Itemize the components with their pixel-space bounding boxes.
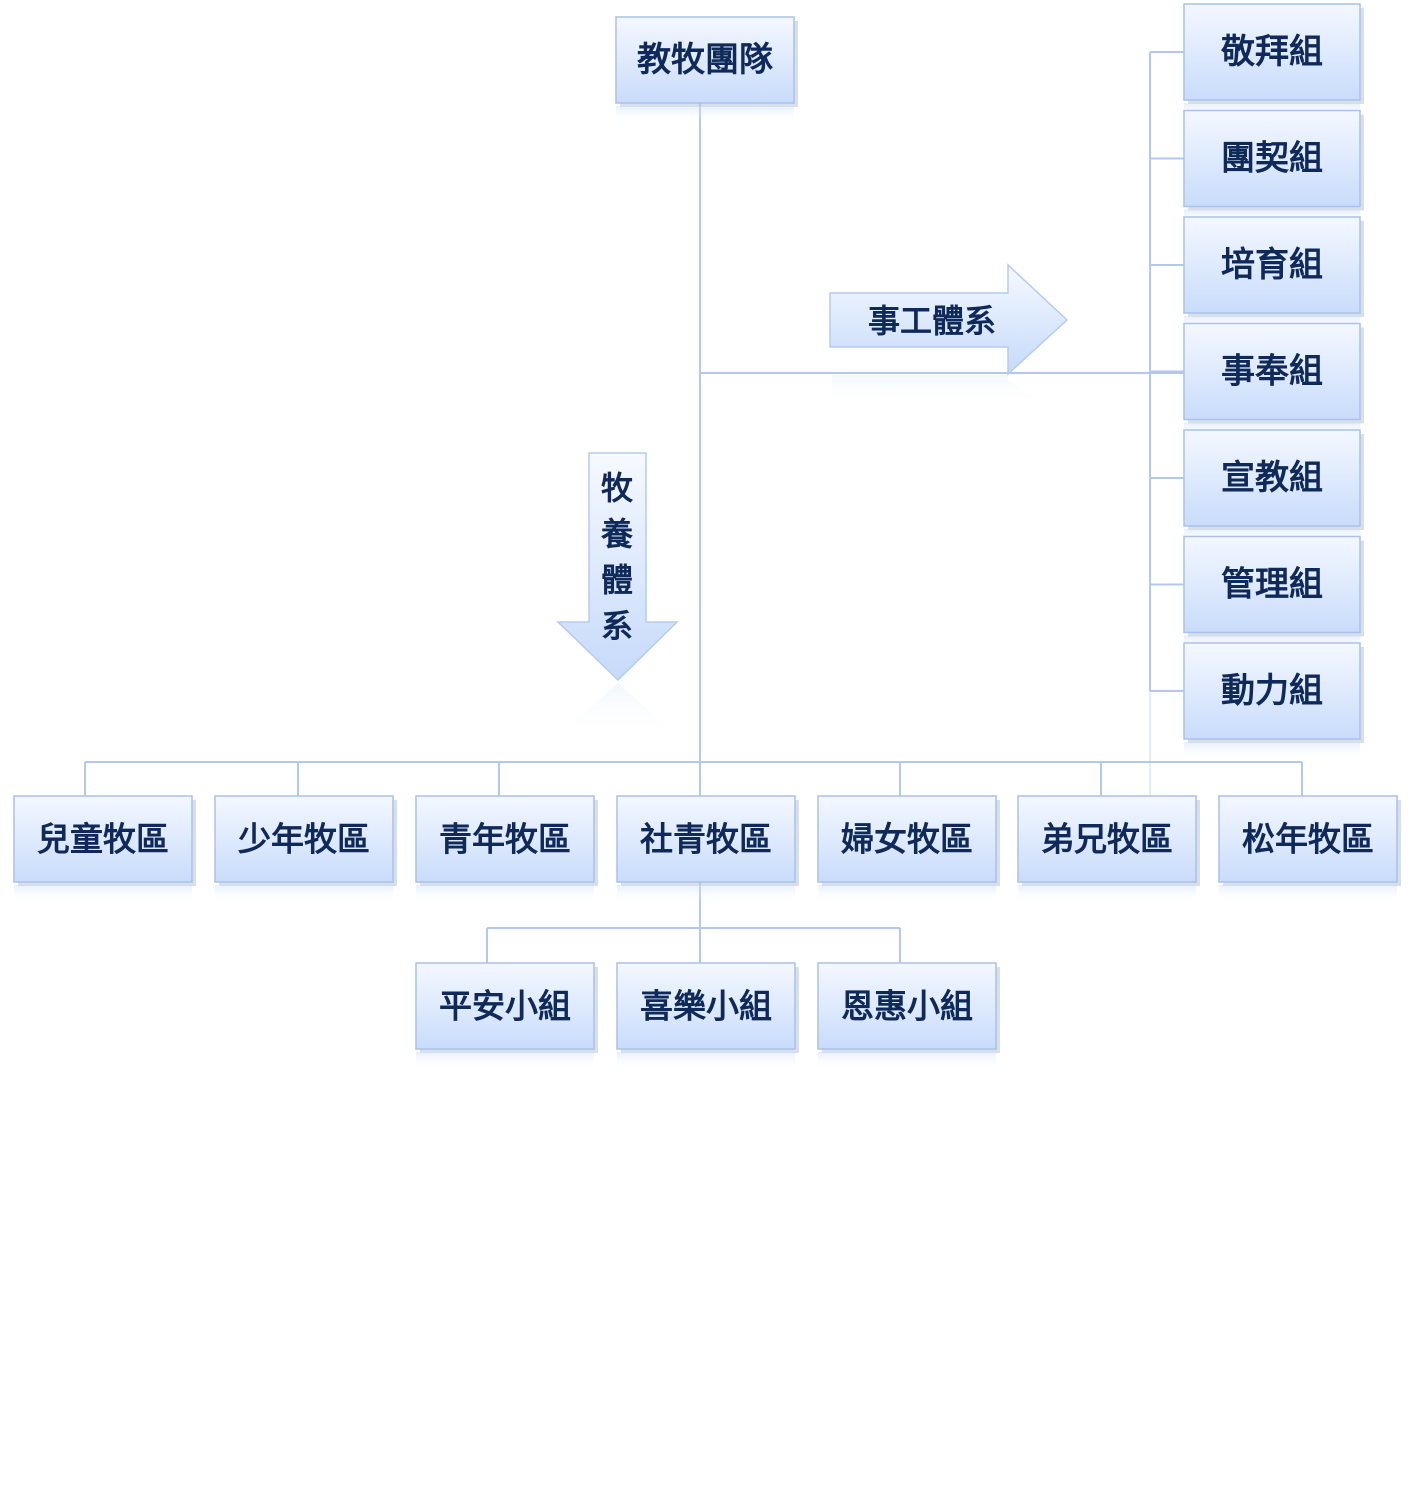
small-group-frame <box>817 962 997 1050</box>
pastoral-district-frame <box>817 795 997 883</box>
ministry-group-frame <box>1183 322 1361 421</box>
pastoral-arrow-reflection <box>558 683 678 737</box>
ministry-system-arrow: 事工體系 <box>829 263 1069 404</box>
top-node-frame <box>615 16 795 104</box>
ministry-group: 管理組 <box>1183 535 1364 654</box>
ministry-group-frame <box>1183 216 1361 314</box>
ministry-group-label: 動力組 <box>1221 671 1323 711</box>
ministry-group-label: 管理組 <box>1221 565 1323 605</box>
ministry-group-label: 事奉組 <box>1221 352 1323 392</box>
pastoral-district-label: 青年牧區 <box>439 820 571 859</box>
pastoral-district-reflection <box>1219 885 1397 903</box>
pastoral-district-label: 弟兄牧區 <box>1041 820 1173 859</box>
pastoral-district-reflection <box>818 885 996 903</box>
pastoral-district: 松年牧區 <box>1218 795 1401 903</box>
connector-lines <box>84 51 1303 966</box>
pastoral-district-label: 婦女牧區 <box>840 820 973 859</box>
ministry-group: 團契組 <box>1183 109 1364 228</box>
ministry-group-label: 敬拜組 <box>1220 32 1323 72</box>
ministry-group: 敬拜組 <box>1183 3 1364 121</box>
pastoral-district-label: 兒童牧區 <box>37 820 169 859</box>
pastoral-district-frame <box>1017 795 1197 883</box>
pastoral-district: 弟兄牧區 <box>1017 795 1200 903</box>
pastoral-district-reflection <box>215 885 393 903</box>
pastoral-arrow-shape <box>556 452 679 682</box>
ministry-group-label: 宣教組 <box>1221 458 1323 498</box>
pastoral-district-frame <box>1218 795 1398 883</box>
ministry-group-label: 培育組 <box>1221 245 1323 285</box>
ministry-group-label: 團契組 <box>1221 139 1323 179</box>
pastoral-district-frame <box>13 795 193 883</box>
ministry-group-frame <box>1183 642 1361 740</box>
ministry-arrow-reflection <box>832 375 1045 404</box>
ministry-group: 培育組 <box>1183 216 1364 334</box>
ministry-group-frame <box>1183 3 1361 101</box>
ministry-group-frame <box>1183 535 1361 634</box>
pastoral-system-text: 牧養體系 <box>601 469 634 645</box>
small-group: 恩惠小組 <box>817 962 1000 1070</box>
pastoral-district-frame <box>616 795 796 883</box>
pastoral-district-reflection <box>14 885 192 903</box>
top-node: 教牧團隊 <box>615 16 798 124</box>
pastoral-district: 社青牧區 <box>616 795 799 903</box>
top-node-reflection <box>616 106 794 124</box>
pastoral-district: 婦女牧區 <box>817 795 1000 903</box>
pastoral-district-frame <box>415 795 595 883</box>
small-group-reflection <box>416 1052 594 1070</box>
pastoral-district: 兒童牧區 <box>13 795 196 903</box>
pastoral-district-reflection <box>617 885 795 903</box>
pastoral-district-reflection <box>416 885 594 903</box>
ministry-group: 動力組 <box>1183 642 1364 760</box>
ministry-group: 宣教組 <box>1183 429 1364 547</box>
small-group-label: 恩惠小組 <box>841 987 973 1026</box>
small-group: 喜樂小組 <box>616 962 799 1070</box>
small-group: 平安小組 <box>415 962 598 1070</box>
pastoral-district-label: 少年牧區 <box>238 820 370 859</box>
ministry-group: 事奉組 <box>1183 322 1364 441</box>
pastoral-system-label: 牧養體系 <box>601 469 634 645</box>
small-group-reflection <box>818 1052 996 1070</box>
pastoral-district-label: 社青牧區 <box>640 820 772 859</box>
pastoral-district: 青年牧區 <box>415 795 598 903</box>
small-group-reflection <box>617 1052 795 1070</box>
pastoral-district: 少年牧區 <box>214 795 397 903</box>
pastoral-system-arrow: 牧養體系 <box>556 452 679 737</box>
pastoral-district-frame <box>214 795 394 883</box>
ministry-arrow-shape <box>829 263 1069 376</box>
small-group-label: 平安小組 <box>439 987 571 1026</box>
top-node-label: 教牧團隊 <box>637 40 773 80</box>
ministry-system-label: 事工體系 <box>868 302 996 340</box>
pastoral-district-label: 松年牧區 <box>1242 820 1374 859</box>
small-group-frame <box>616 962 796 1050</box>
small-group-frame <box>415 962 595 1050</box>
ministry-group-frame <box>1183 109 1361 208</box>
ministry-group-frame <box>1183 429 1361 527</box>
ministry-group-reflection <box>1184 742 1360 760</box>
pastoral-district-reflection <box>1018 885 1196 903</box>
small-group-label: 喜樂小組 <box>640 987 772 1026</box>
